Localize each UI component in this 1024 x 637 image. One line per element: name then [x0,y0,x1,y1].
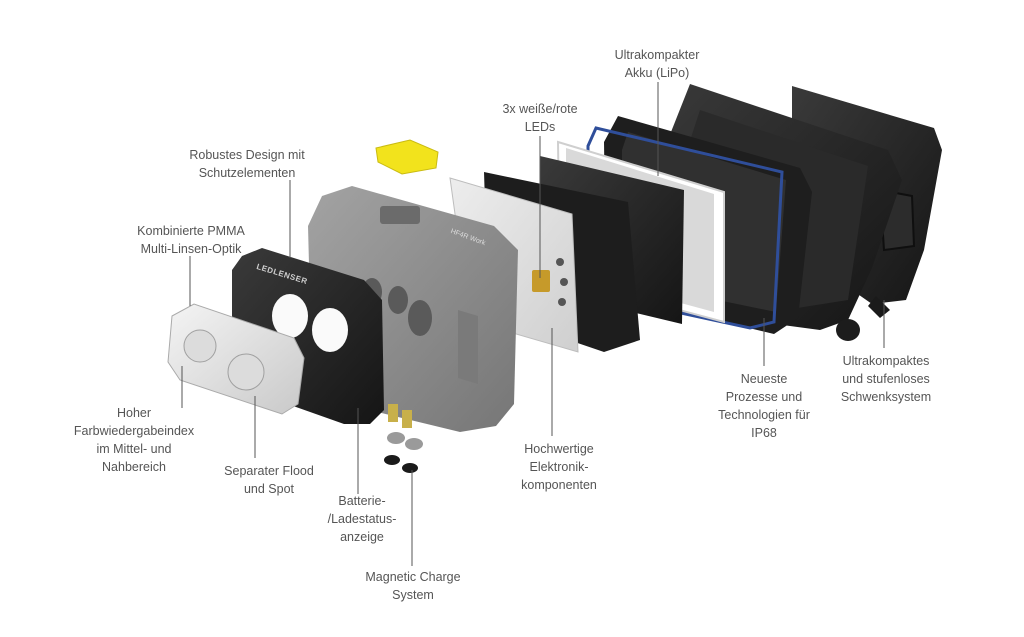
label-cri: Hoher Farbwiedergabeindex im Mittel- und… [74,404,194,476]
label-cri-line-4: Nahbereich [102,460,166,474]
label-cri-line-1: Hoher [116,406,152,420]
label-swivel-line-3: Schwenksystem [840,390,932,404]
label-leds-line-2: LEDs [524,120,556,134]
label-pmma-line-2: Multi-Linsen-Optik [140,242,242,256]
label-ip68: Neueste Prozesse und Technologien für IP… [718,370,810,442]
label-battery-line-2: /Ladestatus- [327,512,397,526]
label-magnetic-line-1: Magnetic Charge [365,570,461,584]
label-leds: 3x weiße/rote LEDs [502,100,577,136]
label-akku-line-2: Akku (LiPo) [624,66,690,80]
label-pmma-line-1: Kombinierte PMMA [137,224,245,238]
label-swivel-line-1: Ultrakompaktes [842,354,930,368]
label-robust: Robustes Design mit Schutzelementen [189,146,304,182]
label-electronics-line-1: Hochwertige [524,442,594,456]
pmma-lens [167,303,305,415]
label-battery-line-1: Batterie- [338,494,386,508]
label-robust-line-2: Schutzelementen [198,166,296,180]
label-ip68-line-2: Prozesse und [725,390,803,404]
label-electronics: Hochwertige Elektronik- komponenten [521,440,597,494]
label-battery: Batterie- /Ladestatus- anzeige [328,492,397,546]
label-flood-line-1: Separater Flood [224,464,314,478]
label-magnetic: Magnetic Charge System [365,568,460,604]
label-akku: Ultrakompakter Akku (LiPo) [615,46,700,82]
charge-contacts [384,404,423,473]
label-ip68-line-4: IP68 [751,426,777,440]
label-flood: Separater Flood und Spot [224,462,314,498]
label-pmma: Kombinierte PMMA Multi-Linsen-Optik [137,222,245,258]
leader-lines [181,82,885,566]
swivel-knob [836,319,860,341]
label-battery-line-3: anzeige [340,530,384,544]
label-cri-line-3: im Mittel- und [96,442,172,456]
label-magnetic-line-2: System [392,588,434,602]
label-electronics-line-2: Elektronik- [529,460,589,474]
label-electronics-line-3: komponenten [521,478,597,492]
label-flood-line-2: und Spot [243,482,295,496]
label-ip68-line-3: Technologien für [718,408,810,422]
yellow-button [375,139,439,175]
label-robust-line-1: Robustes Design mit [189,148,305,162]
label-cri-line-2: Farbwiedergabeindex [73,424,195,438]
label-swivel: Ultrakompaktes und stufenloses Schwenksy… [841,352,931,406]
label-ip68-line-1: Neueste [740,372,788,386]
label-akku-line-1: Ultrakompakter [614,48,700,62]
label-leds-line-1: 3x weiße/rote [502,102,578,116]
label-swivel-line-2: und stufenloses [842,372,930,386]
